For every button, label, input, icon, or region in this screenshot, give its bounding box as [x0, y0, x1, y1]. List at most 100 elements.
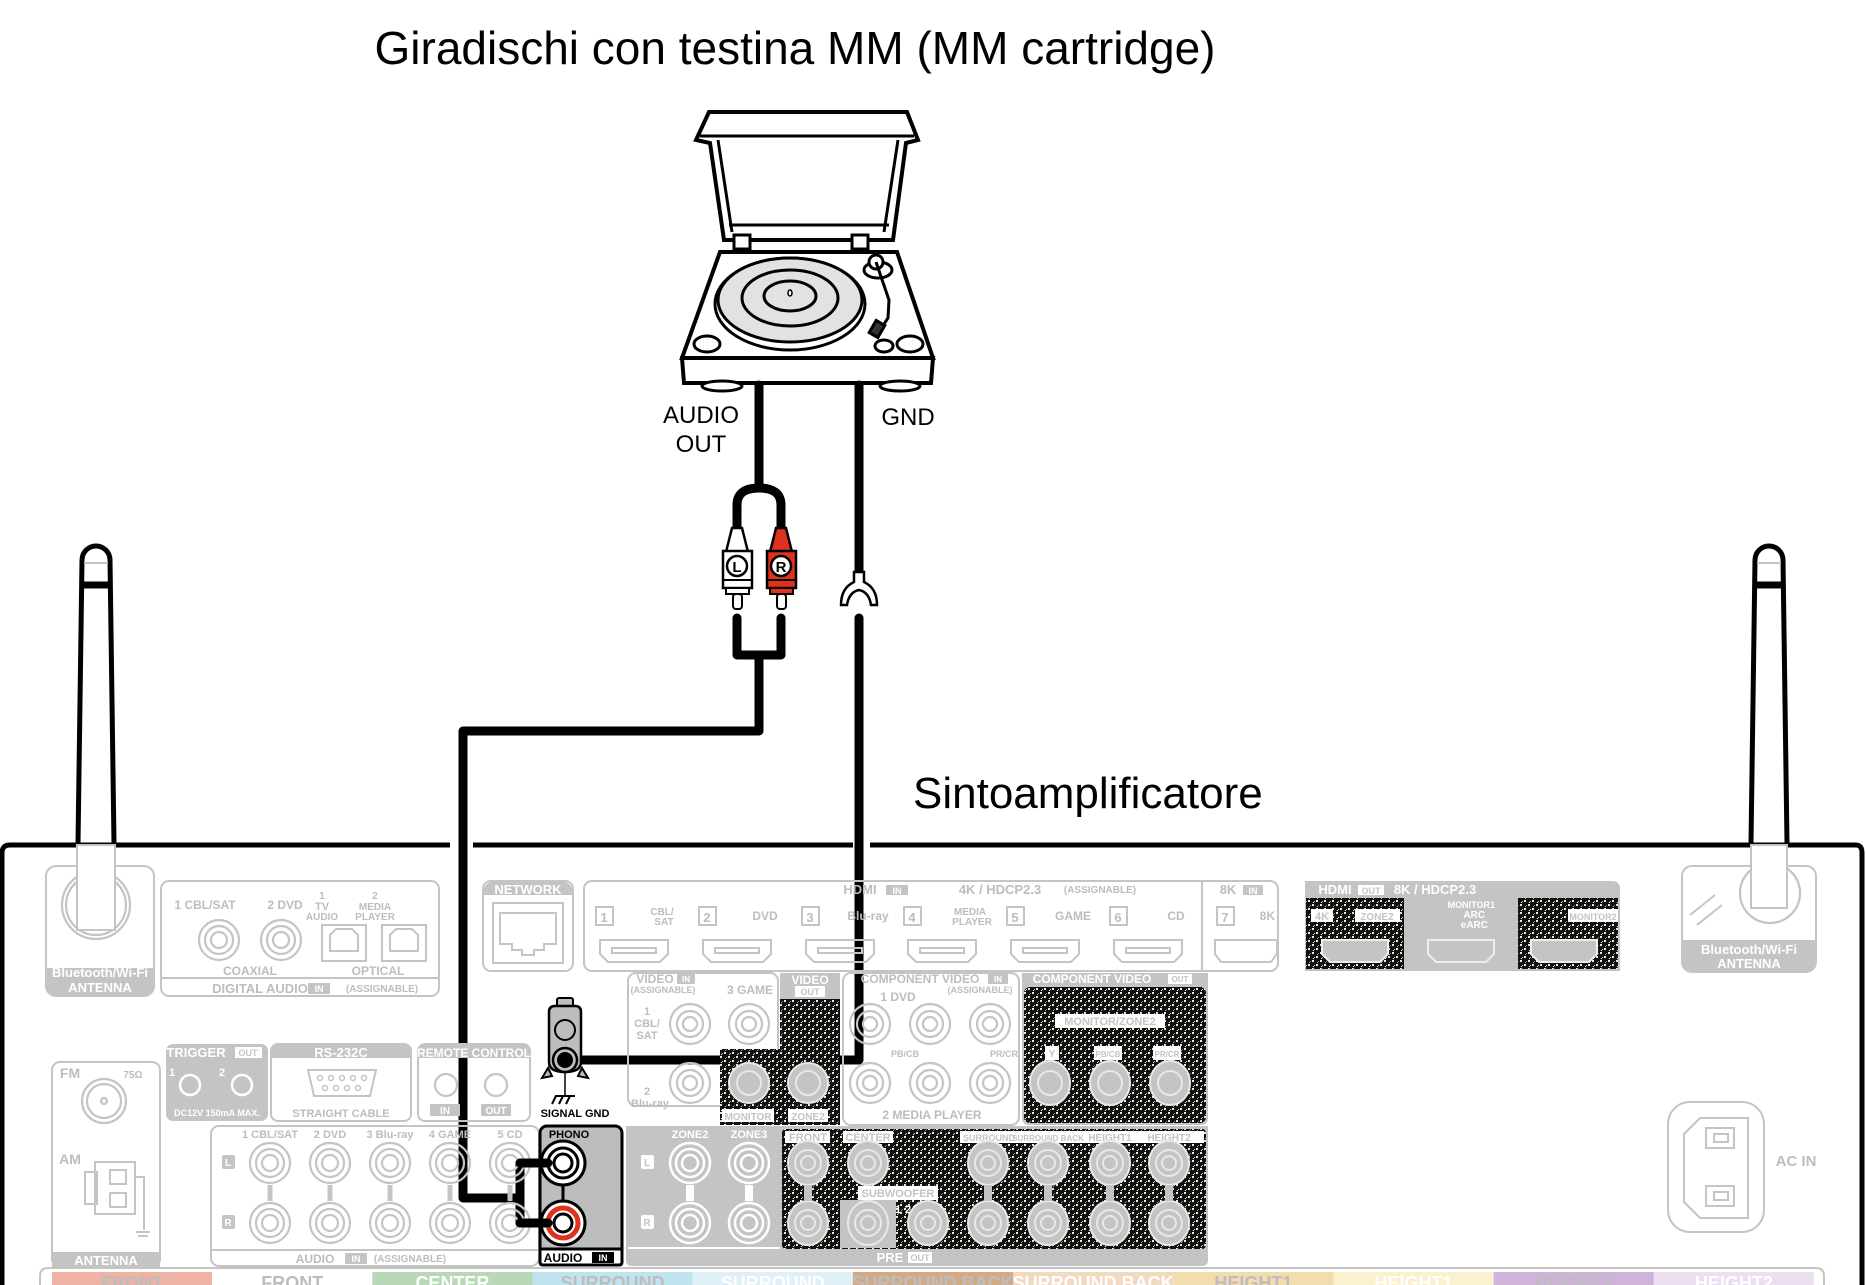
- speaker-terminal-name: CENTER: [415, 1273, 489, 1285]
- pre-out-jack: [787, 1200, 829, 1246]
- component-in-pr: PR/CR: [990, 1049, 1019, 1059]
- serial-port-icon: [306, 1069, 378, 1097]
- bluetooth-antenna-right: [1748, 543, 1790, 844]
- hdmi-input-7-name: 8K: [1260, 909, 1276, 923]
- speaker-terminal-label: HEIGHT1: [1333, 1272, 1494, 1285]
- speaker-terminal-label: SURROUND: [692, 1272, 853, 1285]
- subwoofer-1-label: 1: [895, 1204, 901, 1216]
- video-in-2: 2: [644, 1086, 650, 1098]
- bt-antenna-right-label2: ANTENNA: [1717, 956, 1781, 971]
- network-port: NETWORK: [482, 880, 574, 972]
- component-in-label: COMPONENT VIDEO: [861, 972, 980, 986]
- pre-out-front-label: FRONT: [789, 1132, 827, 1144]
- bt-antenna-left-label2: ANTENNA: [68, 980, 132, 995]
- speaker-terminal-label: HEIGHT2: [1493, 1272, 1654, 1285]
- spade-connector-icon: [839, 570, 879, 607]
- rs232c-cable-label: STRAIGHT CABLE: [292, 1108, 389, 1120]
- coaxial-jack-2: [259, 918, 303, 962]
- speaker-terminal-name: HEIGHT1: [1375, 1273, 1453, 1285]
- antenna-label: ANTENNA: [74, 1253, 138, 1268]
- speaker-color-swatch: [1493, 1272, 1654, 1285]
- component-out-badge: OUT: [1172, 975, 1189, 984]
- hdmi-input-name-2: PLAYER: [952, 917, 992, 928]
- phono-jack-right[interactable]: [539, 1199, 587, 1247]
- phono-label: PHONO: [549, 1129, 590, 1141]
- audio-in-input-label: 1 CBL/SAT: [242, 1129, 298, 1141]
- hdmi-out-spec: 8K / HDCP2.3: [1394, 882, 1476, 897]
- component-out-pr: PR/CR: [1155, 1050, 1180, 1059]
- fm-ohm-label: 75Ω: [123, 1070, 142, 1081]
- receiver-label: Sintoamplificatore: [913, 769, 1263, 818]
- component-in-jack: [848, 1002, 892, 1046]
- speaker-color-swatch: [532, 1272, 693, 1285]
- video-out-badge: OUT: [801, 987, 821, 997]
- pre-out-zone-jack: [668, 1141, 712, 1185]
- component-out-pb: PB/CB: [1096, 1050, 1121, 1059]
- video-in-game: 3 GAME: [727, 983, 773, 997]
- ac-inlet: AC IN: [1667, 1101, 1817, 1233]
- rca-plug-left: L: [721, 526, 754, 610]
- phono-in-badge: IN: [599, 1253, 608, 1263]
- hdmi-input-name: GAME: [1055, 909, 1091, 923]
- pre-out-jack: [847, 1140, 889, 1186]
- hdmi-port: [599, 939, 669, 963]
- hdmi-port-7: [1214, 939, 1278, 963]
- am-label: AM: [59, 1151, 81, 1167]
- optical-1-label: TV: [315, 901, 330, 913]
- optical-port-2: [381, 924, 427, 962]
- coaxial-jack-1: [197, 918, 241, 962]
- remote-control-section: REMOTE CONTROL IN OUT: [417, 1043, 531, 1122]
- audio-in-jack-pair: 1 CBL/SAT: [242, 1129, 298, 1245]
- signal-gnd-terminal[interactable]: SIGNAL GND: [539, 997, 610, 1120]
- hdmi-input-name: CD: [1167, 909, 1185, 923]
- audio-in-input-label: 5 CD: [497, 1129, 522, 1141]
- speaker-color-swatch: [1173, 1272, 1334, 1285]
- digital-assignable: (ASSIGNABLE): [346, 984, 418, 995]
- fm-jack: [80, 1077, 128, 1125]
- hdmi-port: [907, 939, 977, 963]
- hdmi-out-monitor2: MONITOR2: [1569, 912, 1616, 922]
- trigger-jack-1: [178, 1073, 202, 1097]
- hdmi-input-num: 5: [1011, 910, 1018, 925]
- hdmi-port-slot: [817, 947, 863, 954]
- pre-out-zone-jack: [668, 1201, 712, 1245]
- hdmi-port-slot: [1022, 947, 1068, 954]
- video-in-1: 1: [644, 1006, 650, 1018]
- speaker-terminal-name: FRONT: [261, 1273, 323, 1285]
- hdmi-port-slot: [919, 947, 965, 954]
- video-in-label: VIDEO: [636, 972, 673, 986]
- ethernet-icon: [499, 912, 557, 956]
- remote-in-jack: [433, 1072, 459, 1098]
- hdmi-input-name: DVD: [752, 909, 778, 923]
- remote-in-label: IN: [440, 1106, 450, 1117]
- fm-label: FM: [60, 1065, 80, 1081]
- component-in-pb: PB/CB: [891, 1049, 920, 1059]
- component-in-badge: IN: [994, 975, 1002, 984]
- component-in-jack: [968, 1061, 1012, 1105]
- ac-in-label: AC IN: [1776, 1153, 1817, 1170]
- hdmi-input-name: MEDIA: [954, 907, 986, 918]
- audio-in-l-label: L: [225, 1158, 231, 1169]
- video-out-label: VIDEO: [791, 973, 828, 987]
- audio-cable: [732, 380, 786, 545]
- digital-in-badge: IN: [315, 984, 324, 994]
- audio-in-badge: IN: [352, 1254, 361, 1264]
- hdmi-in-spec: 4K / HDCP2.3: [959, 882, 1041, 897]
- pre-out-height2-label: HEIGHT2: [1147, 1133, 1191, 1144]
- pre-out-badge: OUT: [911, 1253, 931, 1263]
- turntable-icon: [679, 110, 936, 393]
- pre-out-jack: [1089, 1200, 1131, 1246]
- pre-out-center-label: CENTER: [845, 1132, 890, 1144]
- trigger-label: TRIGGER: [166, 1045, 226, 1060]
- gnd-label: GND: [881, 404, 934, 431]
- speaker-terminal-label: SURROUND: [532, 1272, 693, 1285]
- video-in-jack-1: [668, 1002, 712, 1046]
- hdmi-input-num-box: [1109, 906, 1128, 926]
- pre-out-label: PRE: [877, 1250, 904, 1265]
- hdmi-in-label: HDMI: [843, 882, 876, 897]
- rs232c-label: RS-232C: [314, 1045, 368, 1060]
